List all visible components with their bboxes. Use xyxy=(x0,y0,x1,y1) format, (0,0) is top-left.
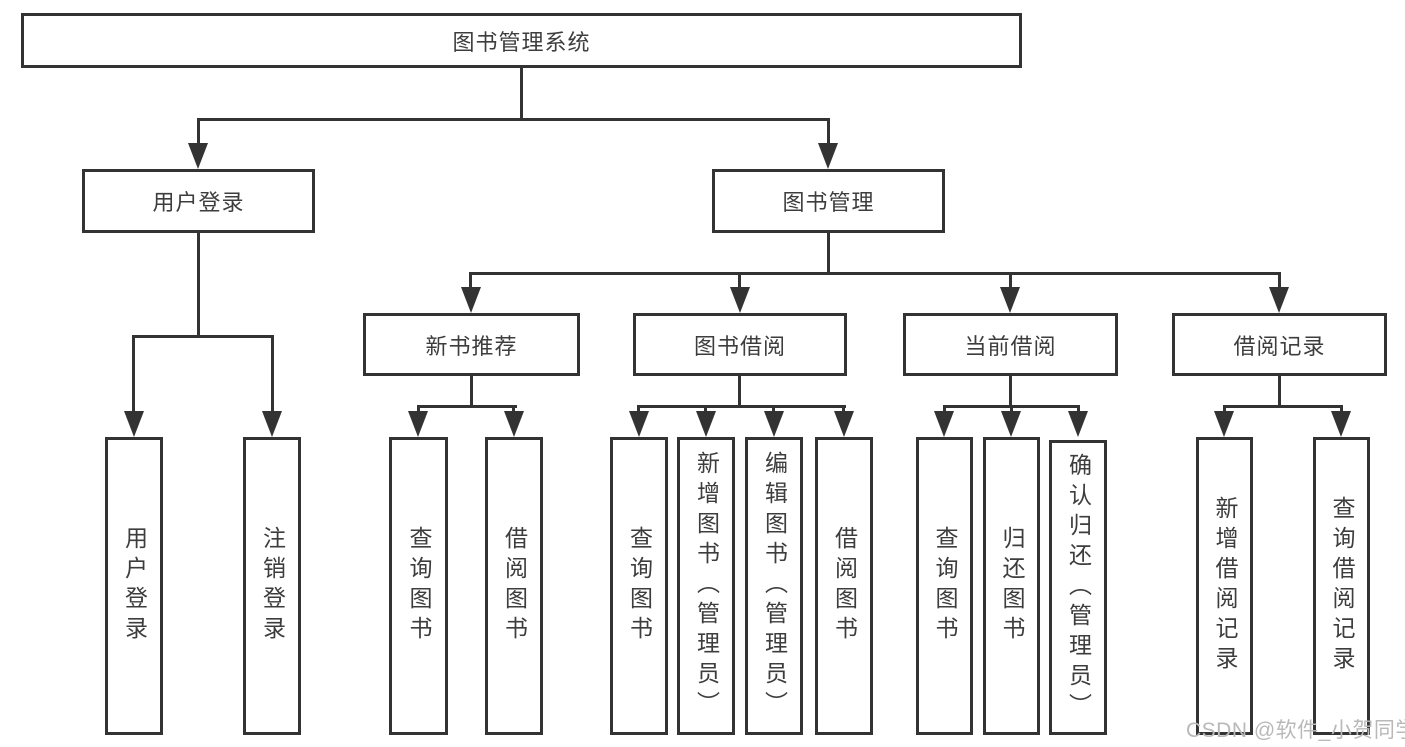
leaf-logout: 注销登录 xyxy=(243,437,301,735)
arrow-down-icon xyxy=(124,411,144,437)
leaf-query-borrow-record: 查询借阅记录 xyxy=(1313,437,1370,735)
node-label: 查询图书 xyxy=(626,526,653,646)
arrow-down-icon xyxy=(764,411,784,437)
node-label: 归还图书 xyxy=(999,526,1025,646)
node-label: 图书管理 xyxy=(782,190,875,215)
arrow-down-icon xyxy=(262,411,282,437)
node-label: 编辑图书（管理员） xyxy=(761,451,788,721)
connector-drop xyxy=(417,405,420,411)
arrow-down-icon xyxy=(730,287,750,313)
node-label: 查询借阅记录 xyxy=(1329,496,1355,676)
connector-drop xyxy=(1340,405,1343,411)
connector-drop xyxy=(943,405,946,411)
arrow-down-icon xyxy=(696,411,716,437)
connector-records-rail xyxy=(1223,405,1343,408)
leaf-borrow-books-recommend: 借阅图书 xyxy=(485,437,543,735)
node-new-book-recommend: 新书推荐 xyxy=(363,313,580,376)
node-user-login: 用户登录 xyxy=(82,169,315,233)
node-label: 用户登录 xyxy=(152,190,245,215)
connector-drop-logout-leaf xyxy=(271,335,274,411)
leaf-edit-books-admin: 编辑图书（管理员） xyxy=(745,437,803,735)
leaf-add-borrow-record: 新增借阅记录 xyxy=(1196,437,1253,735)
node-root: 图书管理系统 xyxy=(21,13,1022,68)
connector-borrow-stem xyxy=(738,376,741,405)
connector-drop xyxy=(512,405,515,411)
connector-drop xyxy=(1077,405,1080,411)
node-label: 新增借阅记录 xyxy=(1212,496,1238,676)
leaf-query-books-borrow: 查询图书 xyxy=(610,437,668,735)
node-label: 当前借阅 xyxy=(964,333,1057,359)
leaf-user-login: 用户登录 xyxy=(105,437,163,735)
arrow-down-icon xyxy=(1269,287,1289,313)
connector-drop xyxy=(637,405,640,411)
arrow-down-icon xyxy=(1001,411,1021,437)
arrow-down-icon xyxy=(934,411,954,437)
csdn-watermark: CSDN @软件_小贺同学 xyxy=(1186,719,1405,742)
arrow-down-icon xyxy=(408,411,428,437)
node-label: 查询图书 xyxy=(406,526,432,646)
arrow-down-icon xyxy=(629,411,649,437)
node-current-borrow: 当前借阅 xyxy=(903,313,1118,376)
connector-drop xyxy=(842,405,845,411)
connector-drop-new-book xyxy=(469,272,472,287)
connector-drop-user-login-leaf xyxy=(132,335,135,411)
connector-recommend-stem xyxy=(470,376,473,405)
node-label: 新增图书（管理员） xyxy=(693,451,720,721)
leaf-query-books-current: 查询图书 xyxy=(916,437,973,735)
node-label: 图书管理系统 xyxy=(452,29,591,55)
node-label: 借阅图书 xyxy=(831,526,858,646)
connector-login-stem xyxy=(197,233,200,335)
connector-drop-borrow-records xyxy=(1278,272,1281,287)
node-label: 查询图书 xyxy=(932,526,958,646)
connector-management-rail xyxy=(469,272,1281,275)
connector-login-rail xyxy=(132,335,274,338)
node-label: 借阅记录 xyxy=(1233,333,1326,359)
connector-drop xyxy=(704,405,707,411)
connector-recommend-rail xyxy=(417,405,517,408)
node-label: 确认归还（管理员） xyxy=(1065,452,1092,723)
node-label: 用户登录 xyxy=(121,526,148,646)
connector-borrow-rail xyxy=(637,405,846,408)
connector-root-rail xyxy=(197,118,830,121)
node-label: 注销登录 xyxy=(259,526,286,646)
connector-current-stem xyxy=(1009,376,1012,405)
connector-records-stem xyxy=(1278,376,1281,405)
leaf-confirm-return-admin: 确认归还（管理员） xyxy=(1049,440,1107,735)
arrow-down-icon xyxy=(818,143,838,169)
node-label: 图书借阅 xyxy=(693,333,786,359)
connector-root-stem xyxy=(520,68,523,121)
arrow-down-icon xyxy=(834,411,854,437)
connector-management-stem xyxy=(827,233,830,272)
node-book-management: 图书管理 xyxy=(712,169,945,233)
leaf-add-books-admin: 新增图书（管理员） xyxy=(677,437,735,735)
node-borrow-records: 借阅记录 xyxy=(1172,313,1387,376)
connector-drop-user-login xyxy=(197,118,200,143)
arrow-down-icon xyxy=(188,143,208,169)
arrow-down-icon xyxy=(1331,411,1351,437)
connector-drop xyxy=(1223,405,1226,411)
node-label: 新书推荐 xyxy=(425,333,518,359)
arrow-down-icon xyxy=(504,411,524,437)
connector-drop-current-borrow xyxy=(1009,272,1012,287)
node-label: 借阅图书 xyxy=(501,526,528,646)
connector-drop-book-borrow xyxy=(738,272,741,287)
leaf-borrow-books: 借阅图书 xyxy=(815,437,873,735)
connector-drop-book-management xyxy=(827,118,830,143)
arrow-down-icon xyxy=(1068,411,1088,437)
leaf-query-books-recommend: 查询图书 xyxy=(389,437,448,735)
arrow-down-icon xyxy=(461,287,481,313)
leaf-return-books: 归还图书 xyxy=(983,437,1040,735)
arrow-down-icon xyxy=(1000,287,1020,313)
node-book-borrow: 图书借阅 xyxy=(633,313,847,376)
arrow-down-icon xyxy=(1214,411,1234,437)
connector-drop xyxy=(1010,405,1013,411)
connector-drop xyxy=(772,405,775,411)
